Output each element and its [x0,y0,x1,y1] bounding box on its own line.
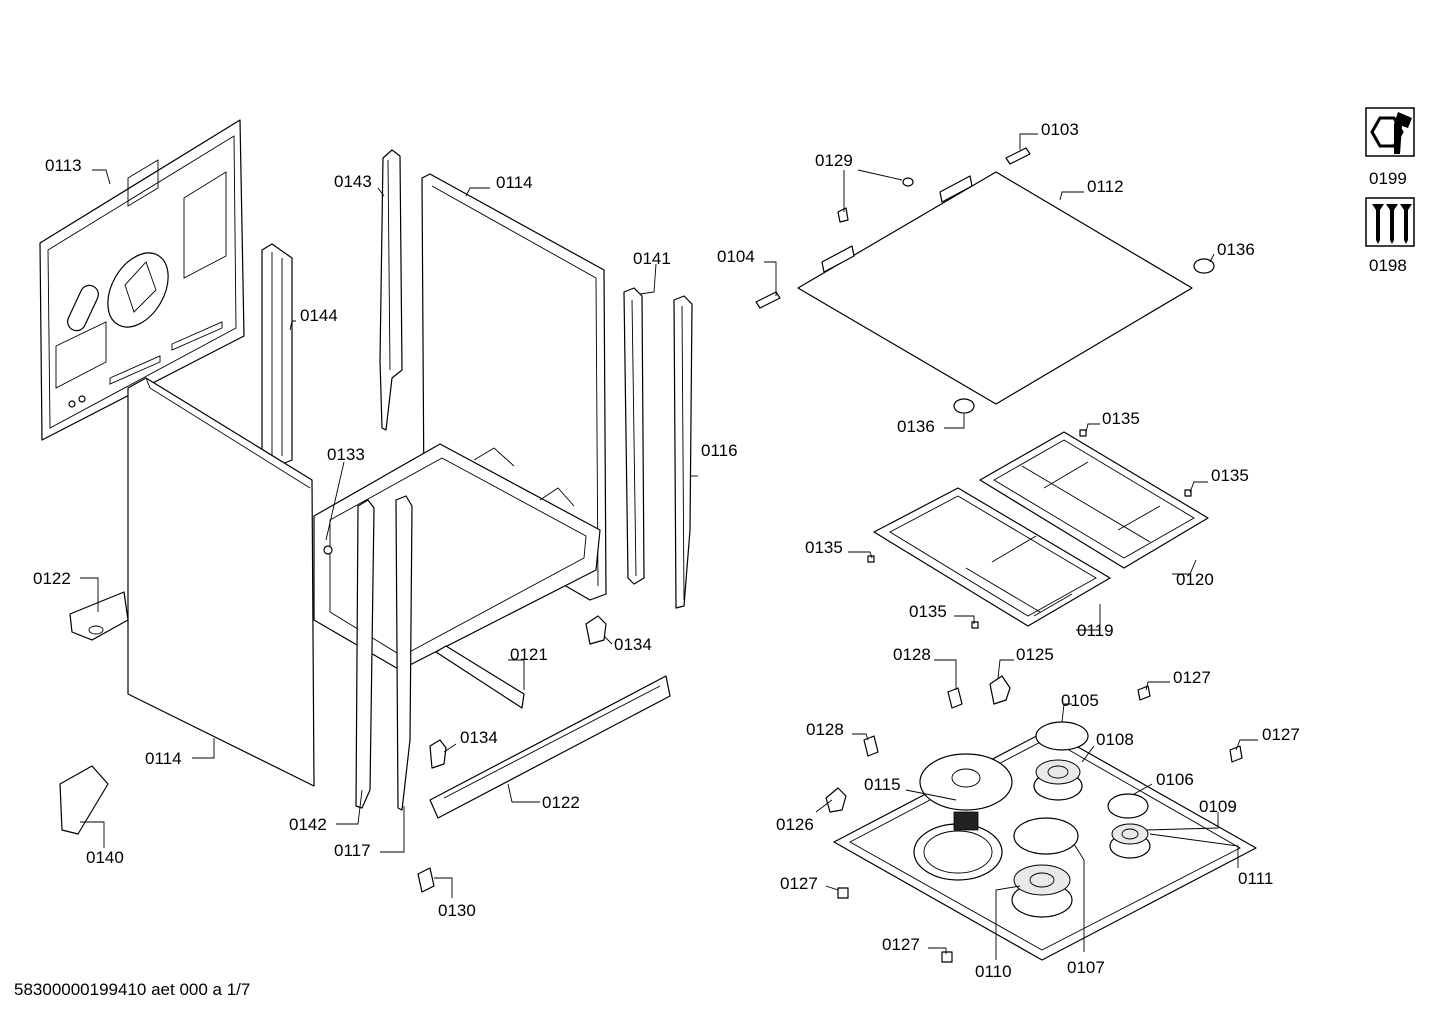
document-code: 58300000199410 aet 000 a 1/7 [14,980,251,999]
rail-0141 [623,287,645,585]
callout-0120: 0120 [1176,570,1214,589]
bracket-0122-left [69,591,129,641]
callout-0127-lower-a: 0127 [780,874,818,893]
callout-0105: 0105 [1061,691,1099,710]
callout-0114-front: 0114 [145,749,182,768]
callout-0122-left: 0122 [33,569,71,588]
screw-0103 [1005,147,1031,165]
back-panel-0113 [39,119,245,441]
callout-0199: 0199 [1369,169,1407,188]
callout-0127-right: 0127 [1262,725,1300,744]
callout-0127-upper: 0127 [1173,668,1211,687]
burner-0111 [1109,823,1151,859]
clip-0135 [867,429,1192,629]
pan-support-0119 [873,487,1111,627]
clip-0128-upper [947,687,963,709]
callout-0113: 0113 [45,156,82,175]
callout-0108: 0108 [1096,730,1134,749]
screw-0104 [755,291,781,309]
side-strip-0144 [261,243,293,469]
callout-0114-top: 0114 [496,173,533,192]
callout-0115: 0115 [864,775,901,794]
callout-0121: 0121 [510,645,548,664]
callout-0103: 0103 [1041,120,1079,139]
clip-0127-upper [1137,685,1151,701]
clip-0127-right [1229,745,1243,763]
callout-0128-upper: 0128 [893,645,931,664]
callout-0142: 0142 [289,815,327,834]
clip-0134a [585,615,607,645]
burner-cap-0105 [1035,721,1089,751]
bracket-0140 [59,765,109,835]
callout-0134-lower: 0134 [460,728,498,747]
hotplate-0115 [913,753,1013,881]
callout-0144: 0144 [300,306,338,325]
callout-0134-upper: 0134 [614,635,652,654]
clip-0127-lower-a [837,887,849,899]
rail-0122 [429,675,671,819]
callout-0135-left: 0135 [805,538,843,557]
callout-0109: 0109 [1199,797,1237,816]
rail-0143 [379,149,403,431]
clip-0127-lower-b [941,951,953,963]
foot-0136-right [1193,258,1215,274]
callout-0129: 0129 [815,151,853,170]
callout-0122-rail: 0122 [542,793,580,812]
callout-0133: 0133 [327,445,365,464]
callout-0112: 0112 [1087,177,1124,196]
callout-0119: 0119 [1077,621,1114,640]
callout-0106: 0106 [1156,770,1194,789]
clip-0128-lower [863,735,879,757]
callout-0125: 0125 [1016,645,1054,664]
cap-0129 [837,177,914,223]
screws-icon [1365,197,1415,247]
front-strip-0142 [355,499,375,809]
side-panel-0114-front [127,377,315,787]
callout-labels: 0113 0143 0114 0144 0141 0133 0116 0122 … [33,120,1407,981]
burner-0110 [1011,864,1073,918]
base-frame [313,443,601,671]
wrench-nut-icon [1365,107,1415,157]
callout-0135-right: 0135 [1211,466,1249,485]
foot-0136-lower [953,398,975,414]
clip-0125 [989,675,1011,705]
callout-0130: 0130 [438,901,476,920]
hole-0133 [323,545,333,555]
callout-0111: 0111 [1238,869,1273,888]
callout-0104: 0104 [717,247,755,266]
callout-0136-lower: 0136 [897,417,935,436]
callout-0117: 0117 [334,841,371,860]
rail-0116 [673,295,693,609]
callout-0135-top: 0135 [1102,409,1140,428]
callout-0135-bottom: 0135 [909,602,947,621]
front-strip-0117 [395,495,413,811]
callout-0143: 0143 [334,172,372,191]
burner-0108 [1033,759,1083,801]
burner-cap-0106 [1107,793,1149,819]
burner-cap-0107 [1013,817,1079,855]
callout-0136-right: 0136 [1217,240,1255,259]
callout-0126: 0126 [776,815,814,834]
callout-0116: 0116 [701,441,738,460]
callout-0140: 0140 [86,848,124,867]
clip-0134b [429,739,447,769]
callout-0127-lower-b: 0127 [882,935,920,954]
callout-0141: 0141 [633,249,671,268]
rail-0121 [435,645,525,709]
callout-0128-lower: 0128 [806,720,844,739]
callout-0110: 0110 [975,962,1012,981]
leader-lines [80,133,1258,960]
clip-0126 [825,787,847,813]
cover-plate-0112 [797,171,1193,405]
callout-0198: 0198 [1369,256,1407,275]
callout-0107: 0107 [1067,958,1105,977]
screw-0130 [417,867,435,893]
pan-support-0120 [979,431,1209,569]
